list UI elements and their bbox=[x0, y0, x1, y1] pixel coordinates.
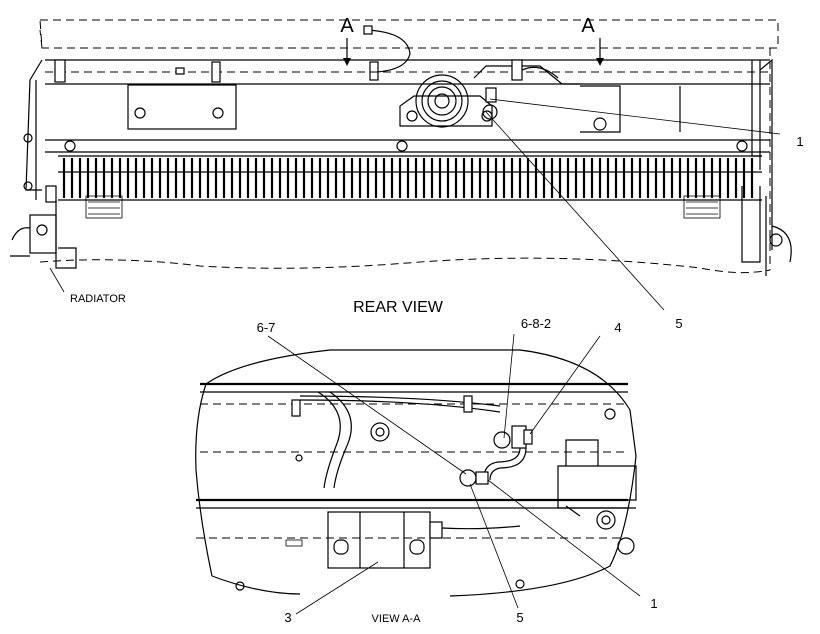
rear-view-drawing bbox=[10, 19, 792, 311]
callout-3: 3 bbox=[284, 610, 291, 625]
section-marker-right: A bbox=[581, 15, 595, 37]
callout-4: 4 bbox=[614, 320, 621, 335]
section-marker-left: A bbox=[340, 15, 354, 37]
callout-view-5: 5 bbox=[516, 610, 523, 625]
view-aa-title: VIEW A-A bbox=[372, 613, 422, 625]
rear-view-title: REAR VIEW bbox=[353, 299, 444, 316]
callout-top-5: 5 bbox=[675, 316, 682, 331]
alternator bbox=[399, 74, 498, 128]
radiator-label: RADIATOR bbox=[70, 293, 126, 305]
callout-view-1: 1 bbox=[650, 596, 657, 611]
radiator-fins bbox=[62, 158, 754, 198]
callout-top-1: 1 bbox=[796, 134, 803, 149]
callout-6-7: 6-7 bbox=[257, 320, 276, 335]
view-aa-drawing bbox=[195, 333, 641, 615]
callout-6-8-2: 6-8-2 bbox=[521, 316, 551, 331]
